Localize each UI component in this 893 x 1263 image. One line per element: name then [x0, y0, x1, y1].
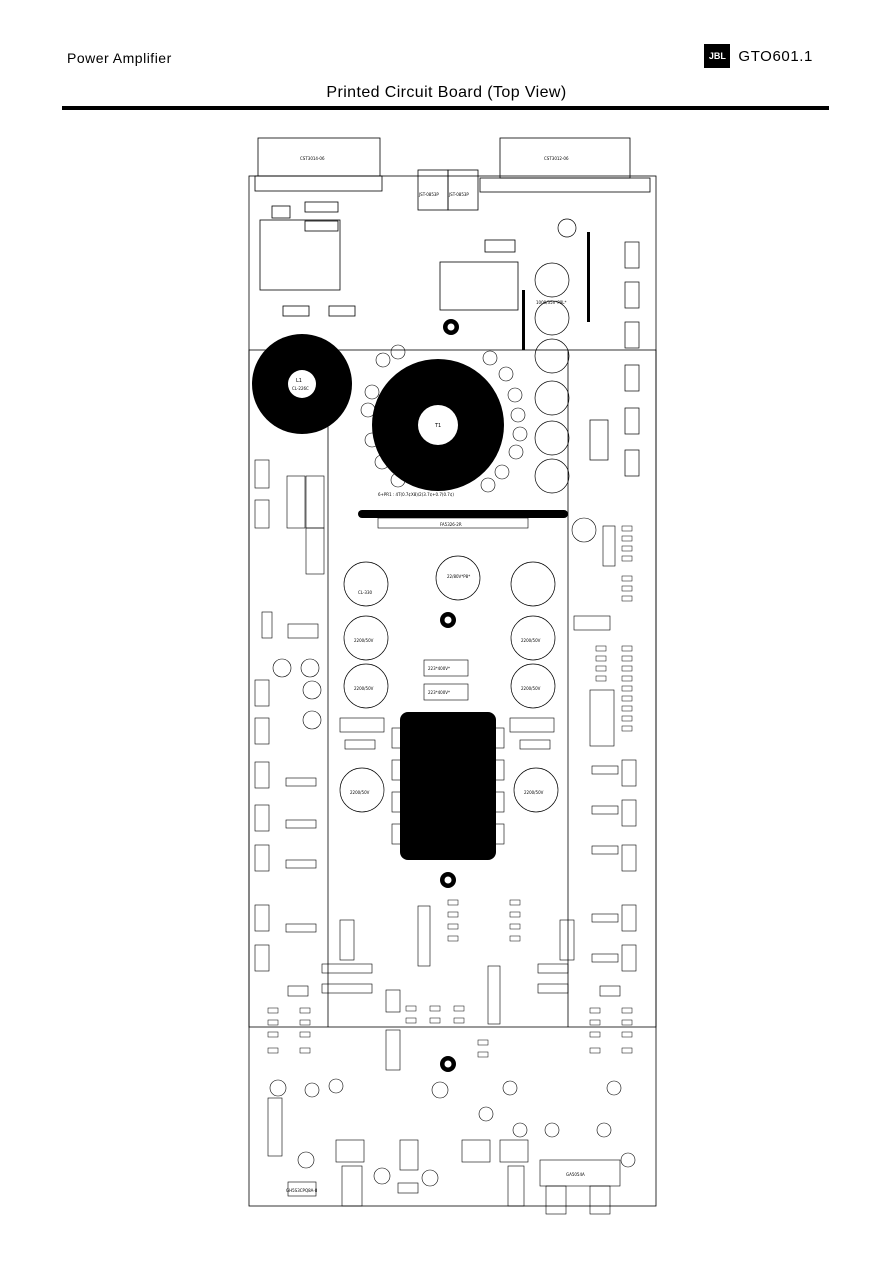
power-section-outline	[248, 349, 657, 1028]
film-cap-1-label: 223*400V*	[428, 666, 450, 671]
center-cap-1-label: 22/80V*P8*	[447, 574, 470, 579]
center-cap-2-label: 2200/50V	[354, 638, 374, 643]
center-capacitors	[339, 555, 559, 813]
center-cap-7-label: 2200/50V	[524, 790, 544, 795]
output-transformer	[400, 712, 496, 860]
film-cap-2-label: 223*400V*	[428, 690, 450, 695]
center-cap-6-label: 2200/50V	[350, 790, 370, 795]
toroid-small-label: L1	[296, 378, 302, 384]
toroid-large-label: T1	[434, 423, 441, 429]
jack-right	[447, 169, 479, 211]
brand-block: JBL GTO601.1	[704, 44, 813, 68]
center-cap-5-label: 2200/50V	[521, 686, 541, 691]
jbl-logo: JBL	[704, 44, 731, 68]
page-title: Printed Circuit Board (Top View)	[326, 84, 567, 101]
jack-right-label: JST-0853P	[448, 192, 469, 197]
connector-left-label: CST3014-06	[300, 156, 325, 161]
toroid-small-sub: CL-226C	[292, 386, 309, 391]
bar-label: FA5326-2R	[440, 522, 462, 527]
inductor-label: CL-330	[358, 590, 372, 595]
right-capacitors	[534, 218, 577, 494]
bottom-connector-label: GA5054A	[566, 1172, 585, 1177]
connector-right-label: CST3012-06	[544, 156, 569, 161]
mounting-holes	[440, 319, 459, 1072]
heatsink-bar	[358, 510, 568, 518]
header-rule	[62, 106, 829, 110]
header-title: Power Amplifier	[67, 50, 172, 66]
cl-330-block	[439, 261, 519, 311]
transistor-column-right	[589, 241, 640, 477]
center-cap-3-label: 2200/50V	[521, 638, 541, 643]
model-number: GTO601.1	[738, 47, 813, 65]
transformer-caption: 6+PR1 : 4T(0.7¢X8)/2(3.7¢+0.7(0.7¢)	[378, 492, 454, 497]
right-caps-label: 1000/35V*P8L*	[536, 300, 567, 305]
lower-components	[267, 905, 621, 1215]
center-cap-4-label: 2200/50V	[354, 686, 374, 691]
bottom-chip-label: GH5S3CPQ8A-8	[286, 1188, 318, 1193]
left-column-devices	[254, 611, 322, 972]
right-column-devices	[571, 517, 637, 972]
left-film-caps	[254, 459, 325, 575]
jack-left-label: JST-0853P	[418, 192, 439, 197]
